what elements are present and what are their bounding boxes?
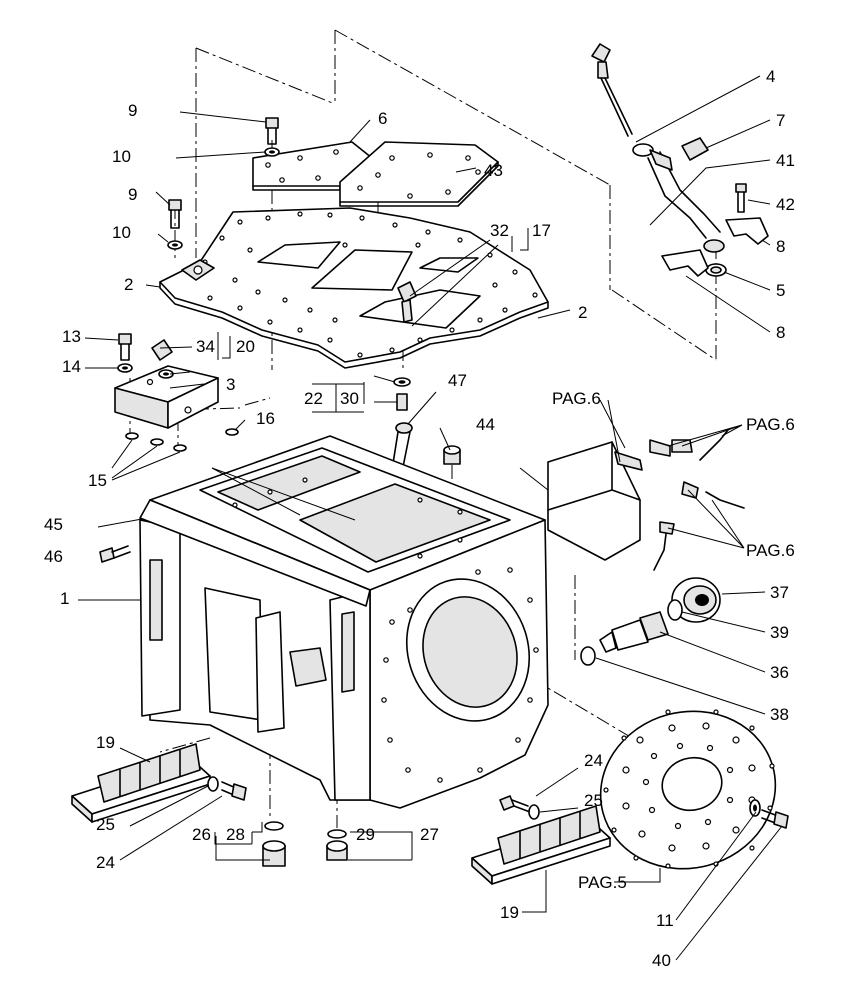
washer-14: [117, 363, 133, 373]
callout-labels: 9 10 9 10 6 43 2 2 32 17 13 14 34 20 3 1…: [44, 67, 795, 970]
callout-29: 29: [356, 825, 375, 844]
shaft-36: [599, 611, 669, 653]
callout-25: 25: [96, 815, 115, 834]
callout-45: 45: [44, 515, 63, 534]
callout-2: 2: [124, 275, 133, 294]
plug-27: [326, 840, 348, 861]
callout-7: 7: [776, 111, 785, 130]
callout-16: 16: [256, 409, 275, 428]
callout-14: 14: [62, 357, 81, 376]
callout-2: 2: [578, 303, 587, 322]
callout-41: 41: [776, 151, 795, 170]
callout-27: 27: [420, 825, 439, 844]
callout-38: 38: [770, 705, 789, 724]
callout-30: 30: [340, 389, 359, 408]
fitting-7: [681, 137, 709, 161]
callout-13: 13: [62, 327, 81, 346]
tube-41: [632, 143, 725, 253]
oring-28: [264, 821, 284, 831]
orings-15-16: [125, 428, 239, 452]
washer-25-left: [207, 776, 219, 792]
callout-9: 9: [128, 185, 137, 204]
bolt-24-right: [499, 795, 531, 813]
bracket-19-left: [71, 743, 211, 823]
leader-lines: [78, 75, 783, 961]
callout-25: 25: [584, 791, 603, 810]
housing-bolt-holes: [227, 477, 539, 783]
callout-6: 6: [378, 109, 387, 128]
callout-24: 24: [96, 853, 115, 872]
housing-1: [139, 435, 549, 809]
callout-32: 32: [490, 221, 509, 240]
elbow-fitting-34: [151, 339, 174, 379]
clamp-8-lower: [661, 249, 709, 277]
callout-19: 19: [500, 903, 519, 922]
callout-22: 22: [304, 389, 323, 408]
bracket-19-right: [471, 805, 611, 885]
callout-42: 42: [776, 195, 795, 214]
washer-25-right: [528, 804, 540, 820]
strip-45: [139, 499, 371, 607]
bolt-40: [761, 809, 789, 829]
callout-8: 8: [776, 237, 785, 256]
cap-37: [671, 577, 721, 623]
bolt-9-lower: [168, 199, 182, 229]
top-plate-2: [159, 207, 549, 369]
callout-44: 44: [476, 415, 495, 434]
cover-plate-43: [339, 141, 499, 207]
callout-8: 8: [776, 323, 785, 342]
seal-5: [705, 263, 727, 277]
dipstick-4: [591, 43, 633, 137]
callout-5: 5: [776, 281, 785, 300]
callout-10: 10: [112, 223, 131, 242]
bolt-9-upper: [265, 117, 279, 145]
clamp-8-upper: [725, 217, 769, 245]
callout-40: 40: [652, 951, 671, 970]
callout-26: 26: [192, 825, 211, 844]
callout-47: 47: [448, 371, 467, 390]
group-brackets: [222, 228, 529, 413]
callout-9: 9: [128, 101, 137, 120]
block-3: [114, 365, 219, 429]
callout-pag6: PAG.6: [552, 389, 601, 408]
callout-15: 15: [88, 471, 107, 490]
bolt-13: [118, 333, 132, 361]
seal-30: [393, 377, 411, 411]
callout-24: 24: [584, 751, 603, 770]
washer-10-lower: [167, 240, 183, 250]
sensor-block-pag6: [547, 429, 745, 571]
callout-46: 46: [44, 547, 63, 566]
oring-29: [327, 829, 347, 839]
plug-44: [443, 445, 461, 465]
callout-10: 10: [112, 147, 131, 166]
callout-pag5: PAG.5: [578, 873, 627, 892]
callout-20: 20: [236, 337, 255, 356]
callout-pag6: PAG.6: [746, 415, 795, 434]
callout-1: 1: [60, 589, 69, 608]
callout-pag6: PAG.6: [746, 541, 795, 560]
callout-19: 19: [96, 733, 115, 752]
callout-36: 36: [770, 663, 789, 682]
disc-holes: [603, 709, 775, 869]
ring-38: [580, 646, 596, 666]
callout-17: 17: [532, 221, 551, 240]
plug-26: [262, 840, 286, 867]
callout-34: 34: [196, 337, 215, 356]
callout-39: 39: [770, 623, 789, 642]
callout-37: 37: [770, 583, 789, 602]
disc-pag5: [599, 709, 777, 870]
plate-bolt-holes: [187, 211, 538, 358]
callout-4: 4: [766, 67, 775, 86]
washer-10-upper: [264, 147, 280, 157]
bolt-24-left: [221, 781, 247, 801]
washer-11: [749, 799, 761, 817]
bolt-42: [735, 183, 747, 213]
bolt-46: [99, 545, 131, 563]
callout-28: 28: [226, 825, 245, 844]
ring-39: [667, 599, 683, 621]
callout-11: 11: [656, 911, 674, 930]
callout-3: 3: [226, 375, 235, 394]
callout-43: 43: [484, 161, 503, 180]
